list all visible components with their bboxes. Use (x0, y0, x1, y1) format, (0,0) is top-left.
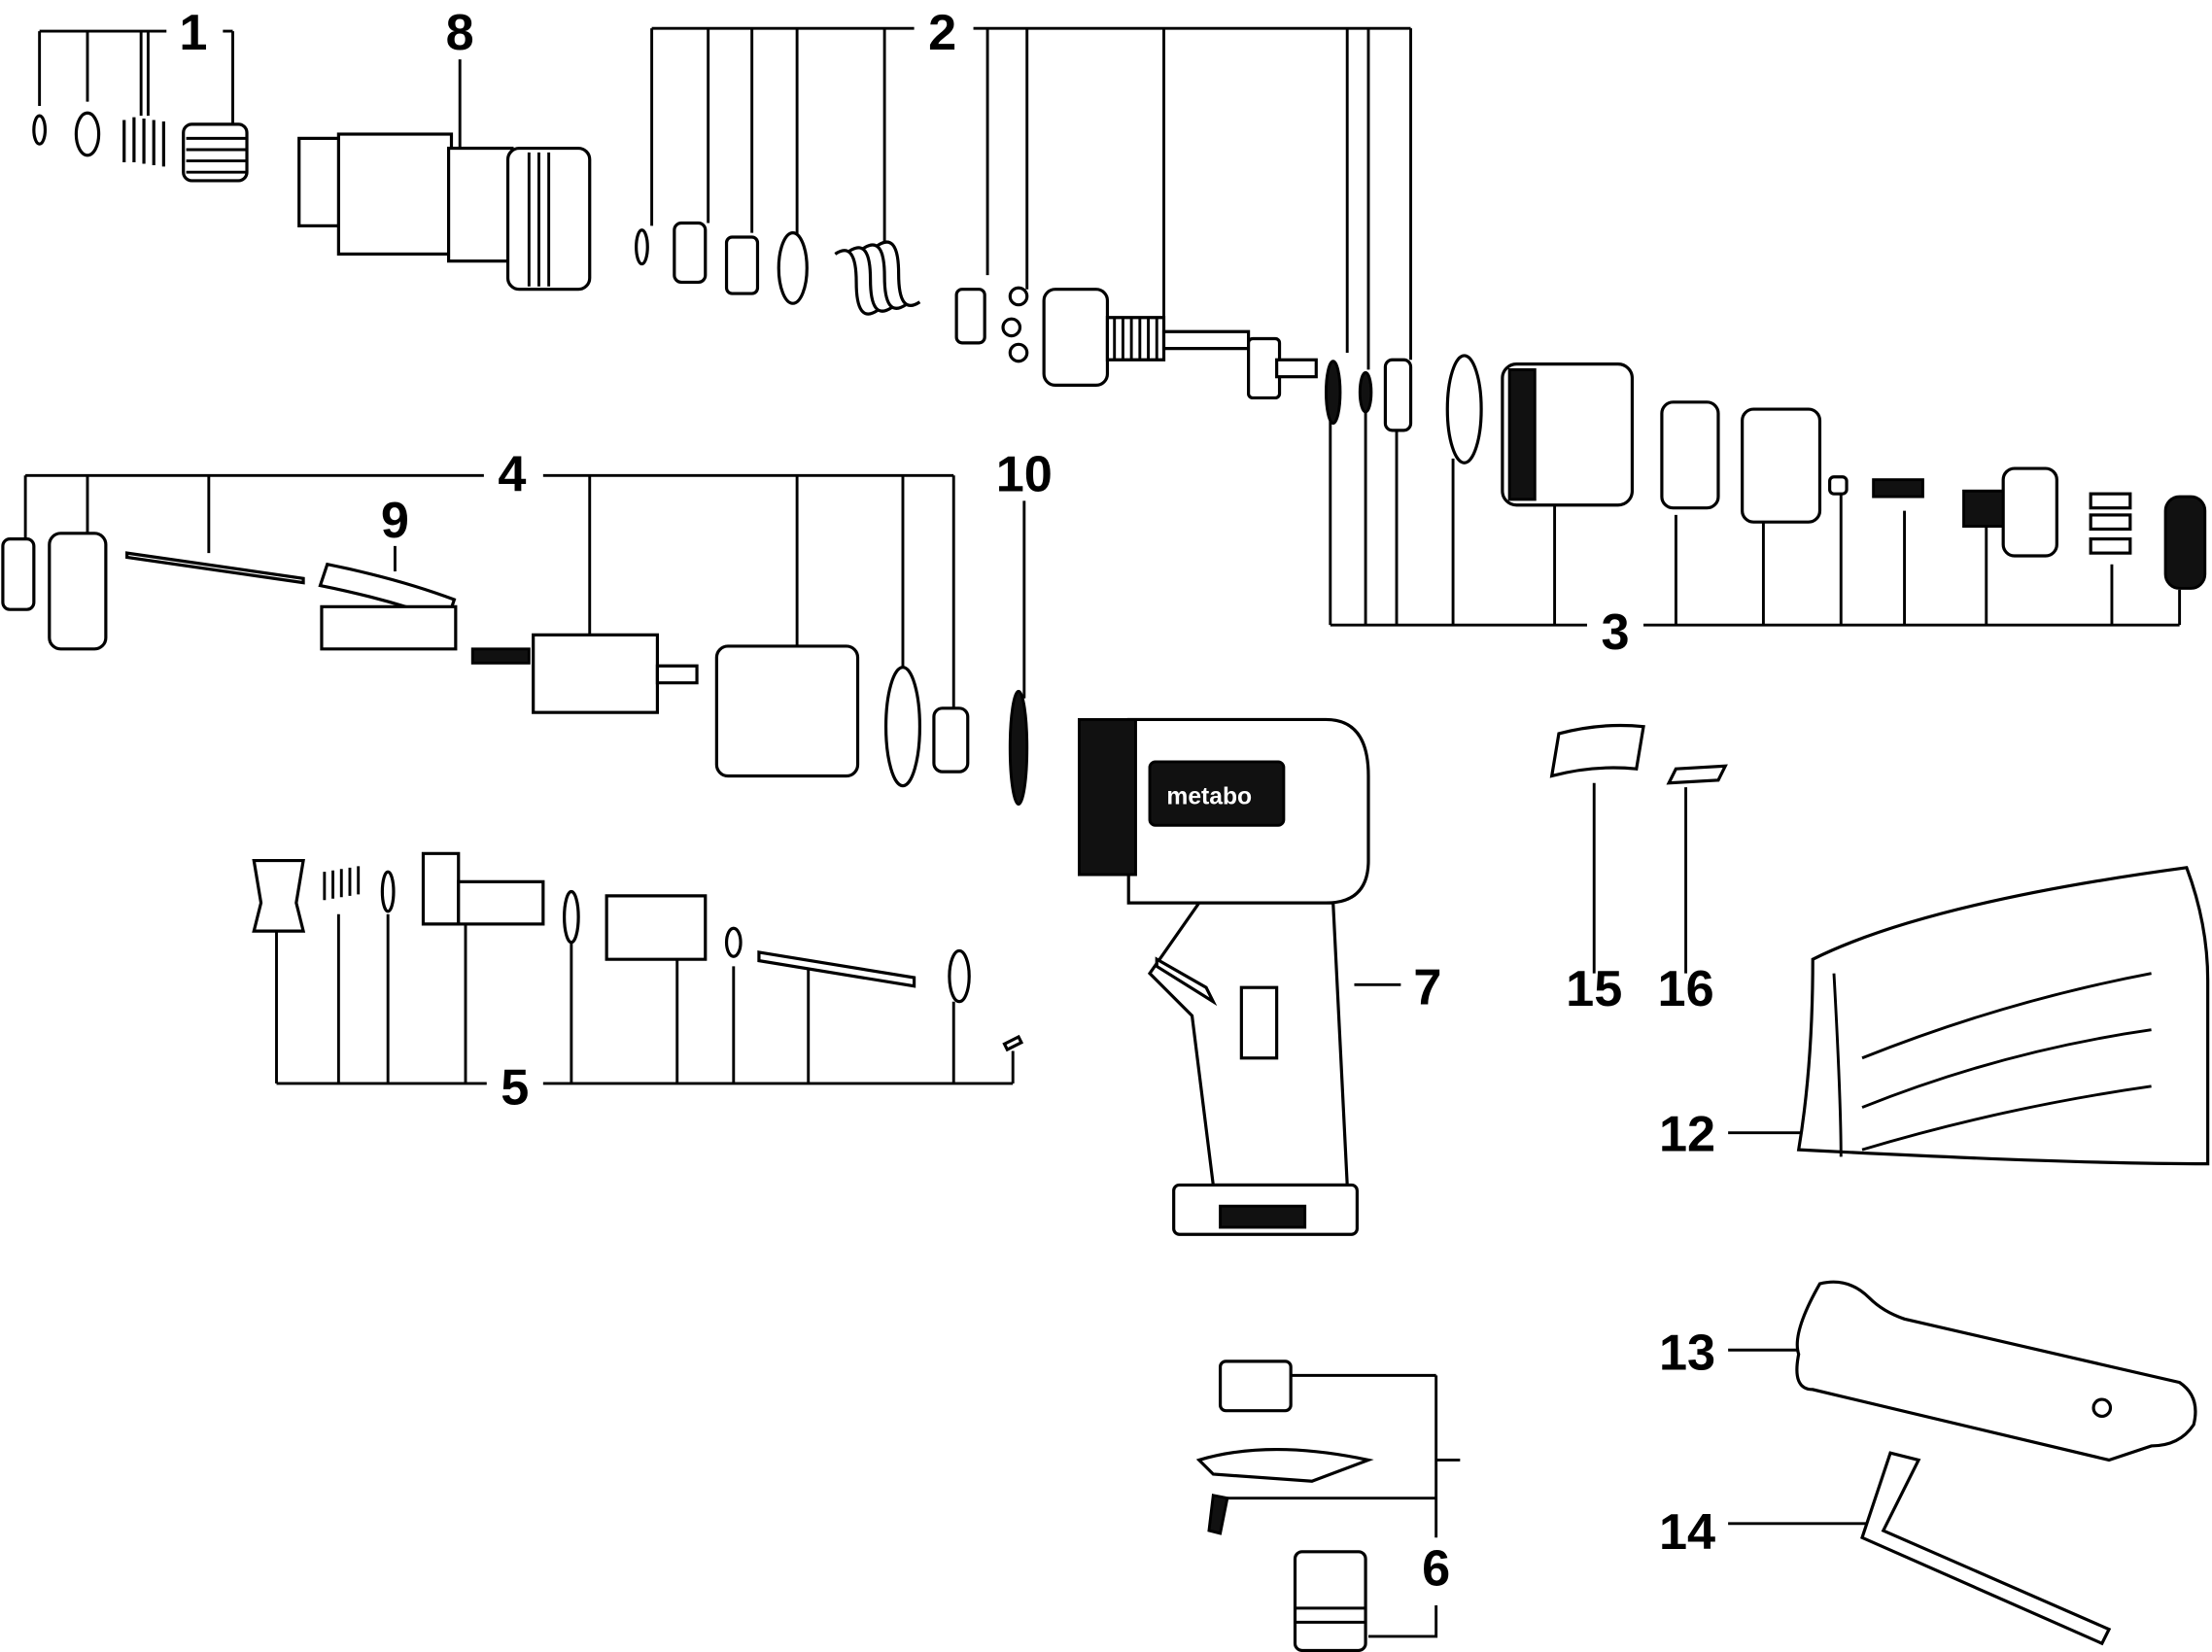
leader-lines (23, 26, 2182, 1638)
part-15-label (1549, 723, 1645, 778)
callout-9: 9 (381, 493, 409, 549)
part-10-washer (1008, 689, 1029, 806)
callout-4: 4 (498, 446, 526, 502)
callout-7: 7 (1413, 960, 1441, 1016)
callout-8: 8 (446, 5, 474, 61)
callout-12: 12 (1659, 1107, 1715, 1163)
part-group-3 (1445, 354, 2207, 590)
part-8-housing-sleeve (297, 132, 592, 292)
part-7-tool-body: metabo (1077, 717, 1370, 1236)
part-group-2 (635, 221, 1413, 432)
callout-14: 14 (1659, 1504, 1715, 1561)
callout-13: 13 (1659, 1325, 1715, 1382)
brand-logo-badge (1148, 760, 1286, 827)
part-group-6 (1195, 1359, 1374, 1652)
callout-3: 3 (1601, 604, 1629, 661)
callout-2: 2 (928, 5, 956, 61)
callout-6: 6 (1422, 1541, 1450, 1598)
part-12-grip (1796, 866, 2210, 1166)
part-group-1 (32, 111, 249, 183)
part-16-label (1666, 764, 1728, 785)
part-group-5 (252, 851, 1024, 1052)
part-group-4 (1, 532, 970, 788)
callout-10: 10 (996, 446, 1053, 502)
callout-5: 5 (501, 1060, 529, 1117)
part-13-wrench (1795, 1280, 2197, 1463)
callout-1: 1 (179, 5, 207, 61)
brand-logo: metabo (1166, 784, 1252, 810)
part-14-hex-key (1860, 1451, 2112, 1646)
